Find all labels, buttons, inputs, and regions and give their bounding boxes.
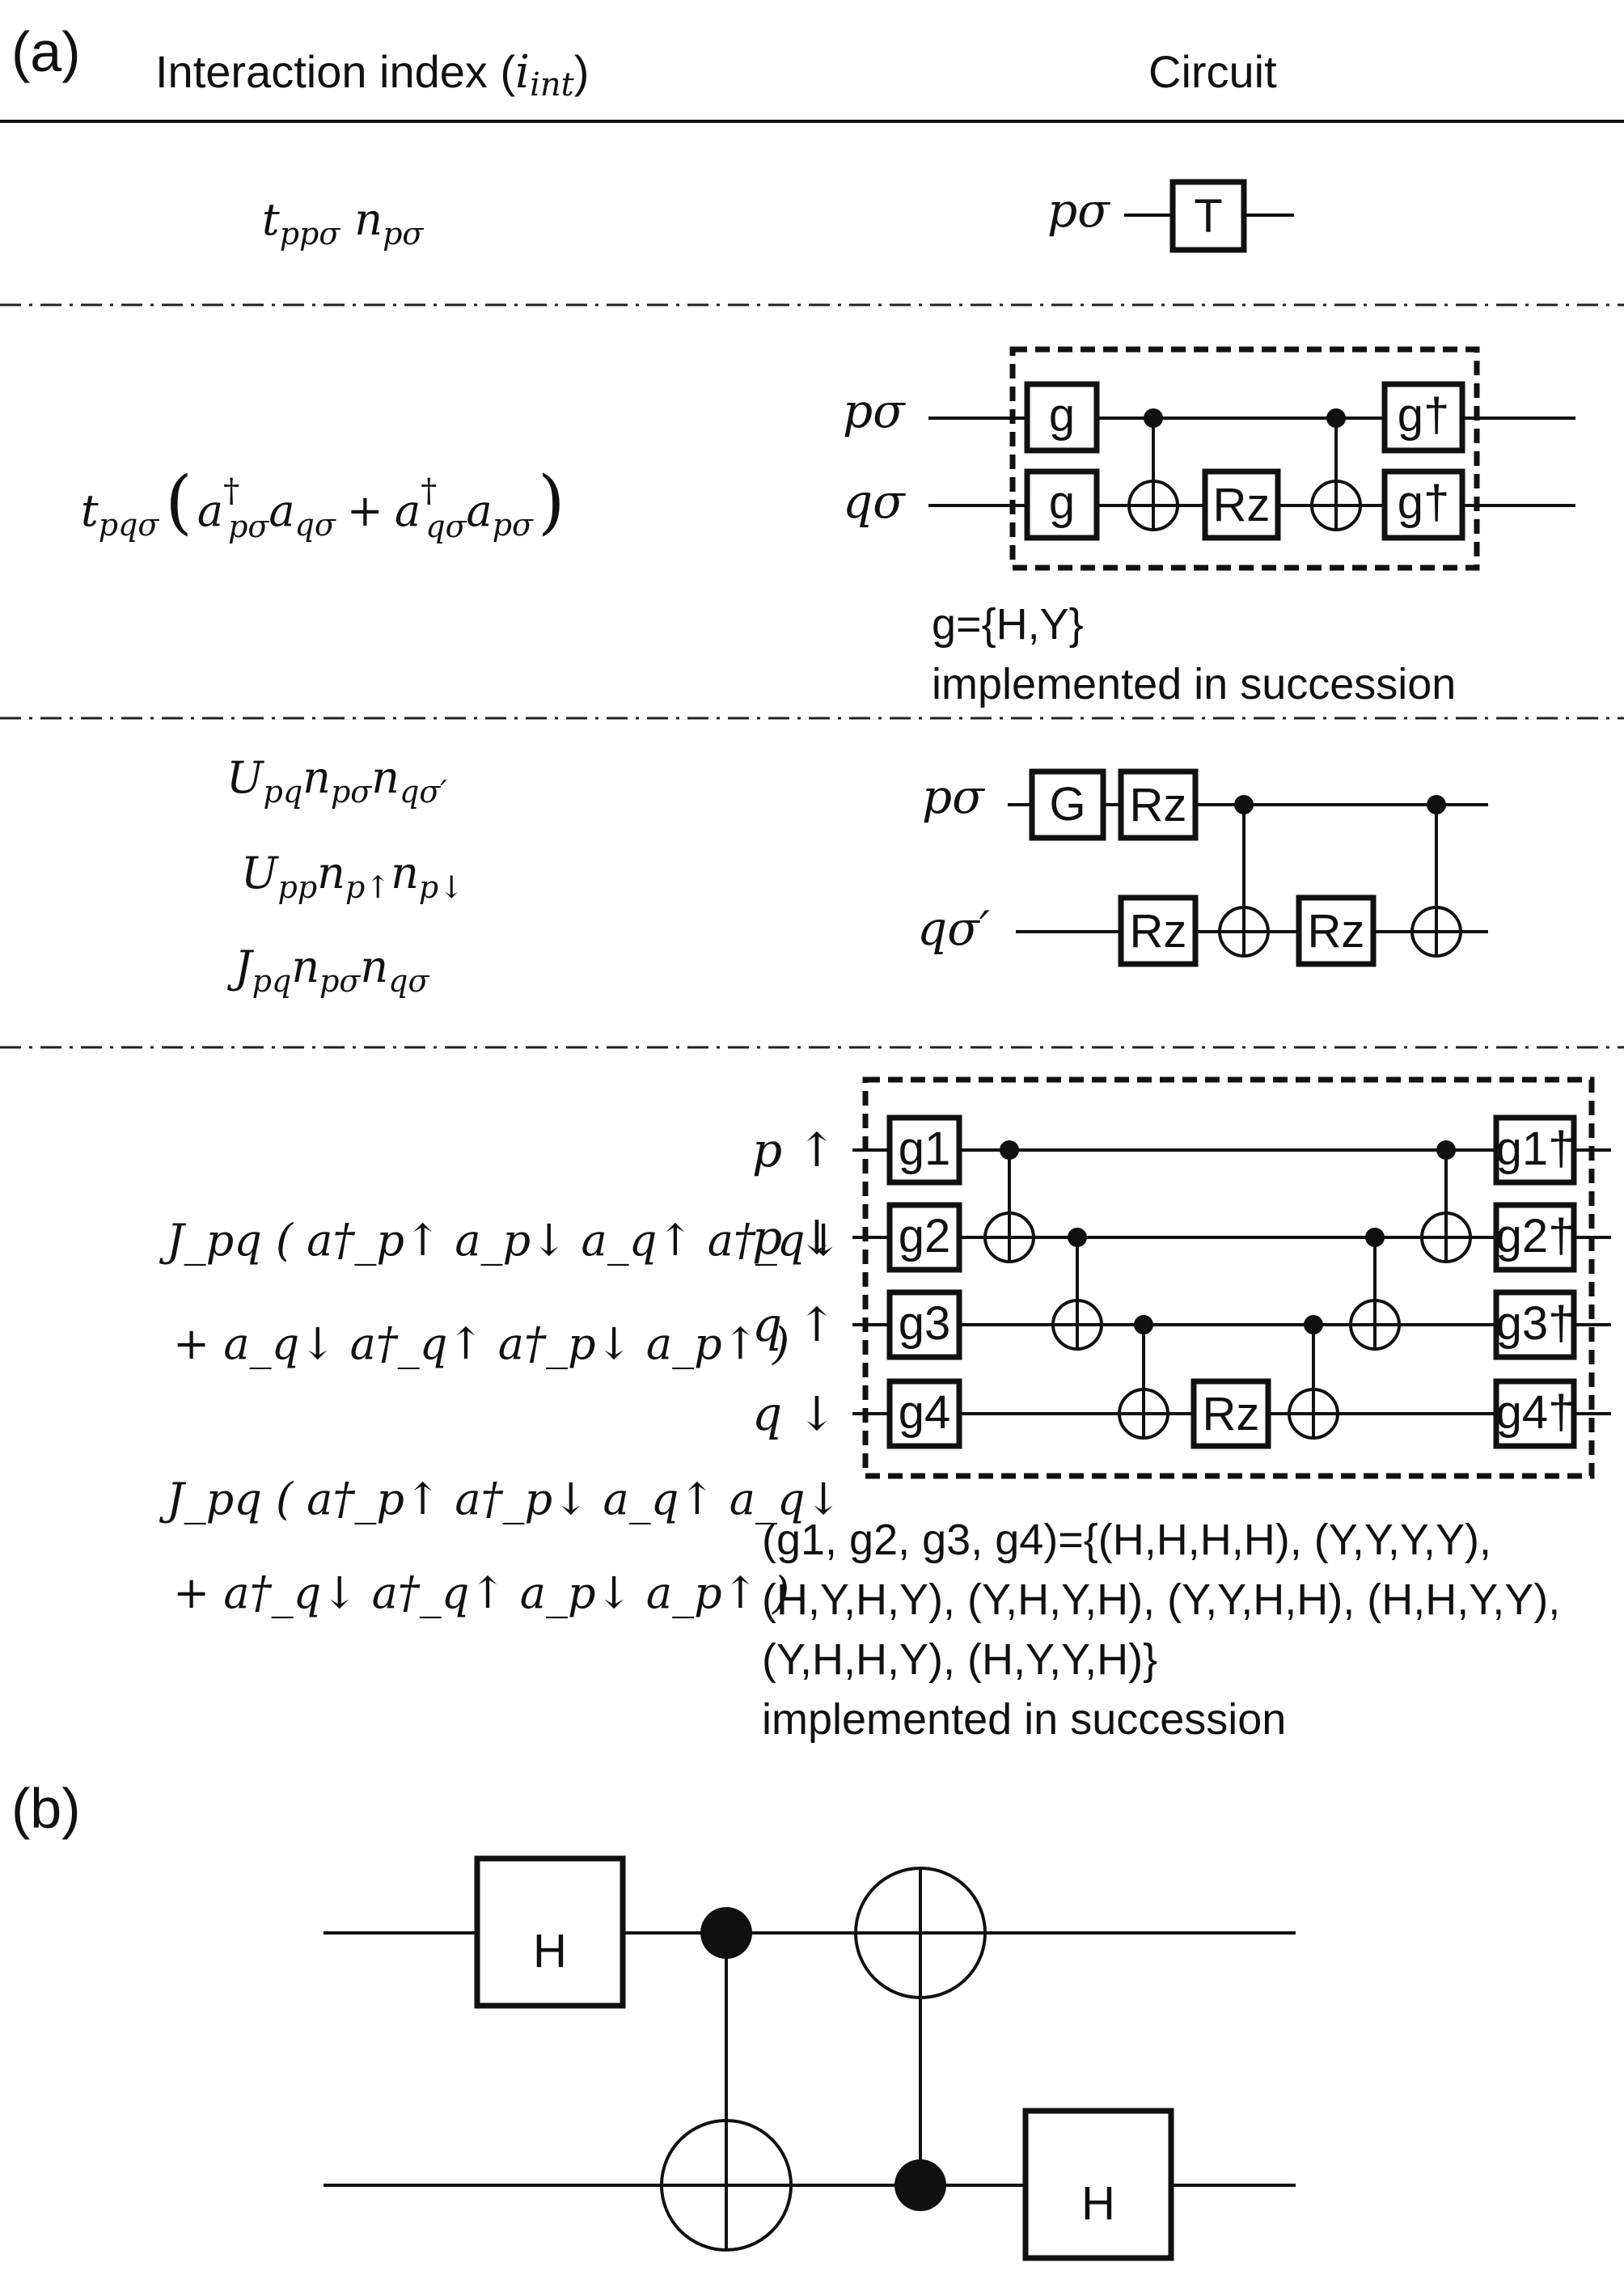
row2-dashed-frame: [1009, 346, 1480, 571]
row2-cnot-2: [1310, 408, 1362, 531]
row3-formula-3: Jpqnpσnqσ: [226, 941, 429, 999]
svg-text:H: H: [1081, 2177, 1115, 2230]
row4-note-line4: implemented in succession: [762, 1695, 1286, 1744]
panel-b-circuit: H H: [324, 1855, 1296, 2261]
row4-g3dag-gate: g3†: [1493, 1289, 1577, 1360]
svg-text:Rz: Rz: [1130, 905, 1187, 958]
row4-formula2-line2: + a†_q↓ a†_q↑ a_p↓ a_p↑ ): [173, 1567, 789, 1618]
panel-b-cnot-2: [854, 1867, 987, 2211]
row3-qubit-label-q: qσ′: [917, 901, 990, 956]
row2-cnot-1: [1127, 408, 1179, 531]
svg-text:g†: g†: [1398, 389, 1450, 442]
row4-cnot-2: [1051, 1228, 1103, 1351]
svg-text:H: H: [533, 1925, 567, 1977]
panel-b-label: (b): [11, 1777, 81, 1840]
svg-text:g†: g†: [1398, 476, 1450, 529]
svg-text:g4: g4: [899, 1386, 951, 1439]
svg-text:g: g: [1049, 476, 1075, 529]
row4-g1-gate: g1: [886, 1114, 962, 1186]
row2-g-gate-q: g: [1024, 468, 1100, 541]
svg-text:g1†: g1†: [1496, 1123, 1575, 1175]
row2-qubit-label-q: qσ: [843, 474, 906, 529]
row3-rz-gate-q: Rz: [1118, 894, 1199, 967]
row4-formulas: J_pq ( a†_p↑ a_p↓ a_q↑ a†_q↓ + a_q↓ a†_q…: [159, 1215, 842, 1618]
row4-rz-gate: Rz: [1191, 1378, 1271, 1449]
svg-text:T: T: [1194, 190, 1222, 243]
panel-a-label: (a): [11, 20, 81, 83]
row3-circuit: pσ qσ′ G Rz Rz Rz: [917, 768, 1488, 967]
row3-rz-gate-q2: Rz: [1296, 894, 1377, 967]
row4-formula1-line1: J_pq ( a†_p↑ a_p↓ a_q↑ a†_q↓: [159, 1215, 842, 1266]
svg-text:tpqσ(a†pσaqσ+a†qσapσ): tpqσ(a†pσaqσ+a†qσapσ): [81, 462, 565, 544]
svg-text:G: G: [1049, 778, 1085, 831]
row2-qubit-label-p: pσ: [843, 383, 906, 438]
row4-note-line3: (Y,H,H,Y), (H,Y,Y,H)}: [762, 1635, 1157, 1684]
row4-g4dag-gate: g4†: [1493, 1378, 1577, 1449]
row3-formulas: Upqnpσnqσ′ Uppnp↑np↓ Jpqnpσnqσ: [226, 752, 464, 999]
panel-b-h-gate-bottom: H: [1022, 2108, 1174, 2261]
svg-text:g2†: g2†: [1496, 1210, 1575, 1262]
row2-note-line1: g={H,Y}: [932, 600, 1084, 649]
svg-text:g2: g2: [899, 1210, 951, 1262]
row2-formula: tpqσ(a†pσaqσ+a†qσapσ): [81, 462, 565, 544]
row2-gdag-gate-q: g†: [1381, 468, 1465, 541]
row3-cnot-1: [1218, 795, 1270, 958]
panel-b-h-gate-top: H: [474, 1855, 626, 2009]
row2-circuit: pσ qσ g g Rz: [843, 346, 1575, 708]
svg-text:g3†: g3†: [1496, 1297, 1575, 1350]
row3-g-gate: G: [1029, 768, 1106, 841]
row4-g3-gate: g3: [886, 1289, 962, 1360]
row2-g-gate-p: g: [1024, 381, 1100, 454]
row2-note-line2: implemented in succession: [932, 660, 1456, 708]
row4-cnot-3: [1118, 1315, 1169, 1440]
header-circuit: Circuit: [1148, 46, 1277, 97]
row4-g2dag-gate: g2†: [1493, 1202, 1577, 1273]
row3-qubit-label-p: pσ: [922, 769, 985, 824]
row3-cnot-2: [1410, 795, 1462, 958]
row4-cnot-1: [983, 1140, 1035, 1263]
panel-b-cnot-1: [660, 1907, 793, 2252]
svg-text:Rz: Rz: [1203, 1388, 1260, 1440]
svg-text:Rz: Rz: [1130, 779, 1187, 831]
row3-formula-2: Uppnp↑np↓: [241, 848, 464, 905]
row3-formula-1: Upqnpσnqσ′: [226, 752, 447, 810]
row4-qubit-label-qu: q ↑: [752, 1297, 836, 1352]
row4-g4-gate: g4: [886, 1378, 962, 1449]
row4-formula2-line1: J_pq ( a†_p↑ a†_p↓ a_q↑ a_q↓: [159, 1474, 842, 1524]
row4-dashed-frame: [862, 1076, 1595, 1479]
row1-circuit: pσ T: [1047, 179, 1294, 253]
row3-rz-gate-p: Rz: [1118, 768, 1199, 841]
row4-cnot-5: [1349, 1228, 1401, 1351]
svg-text:g4†: g4†: [1496, 1386, 1575, 1439]
row4-qubit-label-qd: q ↓: [752, 1386, 836, 1441]
row4-qubit-label-pd: p ↓: [752, 1210, 836, 1265]
row4-cnot-4: [1288, 1315, 1339, 1440]
row4-circuit: p ↑ p ↓ q ↑ q ↓ g1 g2 g3 g4: [752, 1076, 1611, 1744]
svg-text:Rz: Rz: [1213, 479, 1271, 531]
row1-qubit-label: pσ: [1047, 183, 1110, 238]
row4-note-line1: (g1, g2, g3, g4)={(H,H,H,H), (Y,Y,Y,Y),: [762, 1516, 1491, 1564]
header-interaction-index: Interaction index (iint): [155, 46, 589, 104]
svg-text:g1: g1: [899, 1123, 951, 1175]
row4-g2-gate: g2: [886, 1202, 962, 1273]
svg-text:Rz: Rz: [1308, 905, 1365, 958]
svg-text:g: g: [1049, 389, 1075, 442]
row4-g1dag-gate: g1†: [1493, 1114, 1577, 1186]
t-gate: T: [1169, 179, 1247, 253]
svg-text:g3: g3: [899, 1297, 951, 1350]
row4-qubit-label-pu: p ↑: [752, 1123, 836, 1178]
row4-formula1-line2: + a_q↓ a†_q↑ a†_p↓ a_p↑ ): [173, 1318, 789, 1369]
row2-rz-gate: Rz: [1202, 468, 1281, 541]
row4-note-line2: (H,Y,H,Y), (Y,H,Y,H), (Y,Y,H,H), (H,H,Y,…: [762, 1575, 1560, 1624]
row2-gdag-gate-p: g†: [1381, 381, 1465, 454]
row4-cnot-6: [1420, 1140, 1472, 1263]
